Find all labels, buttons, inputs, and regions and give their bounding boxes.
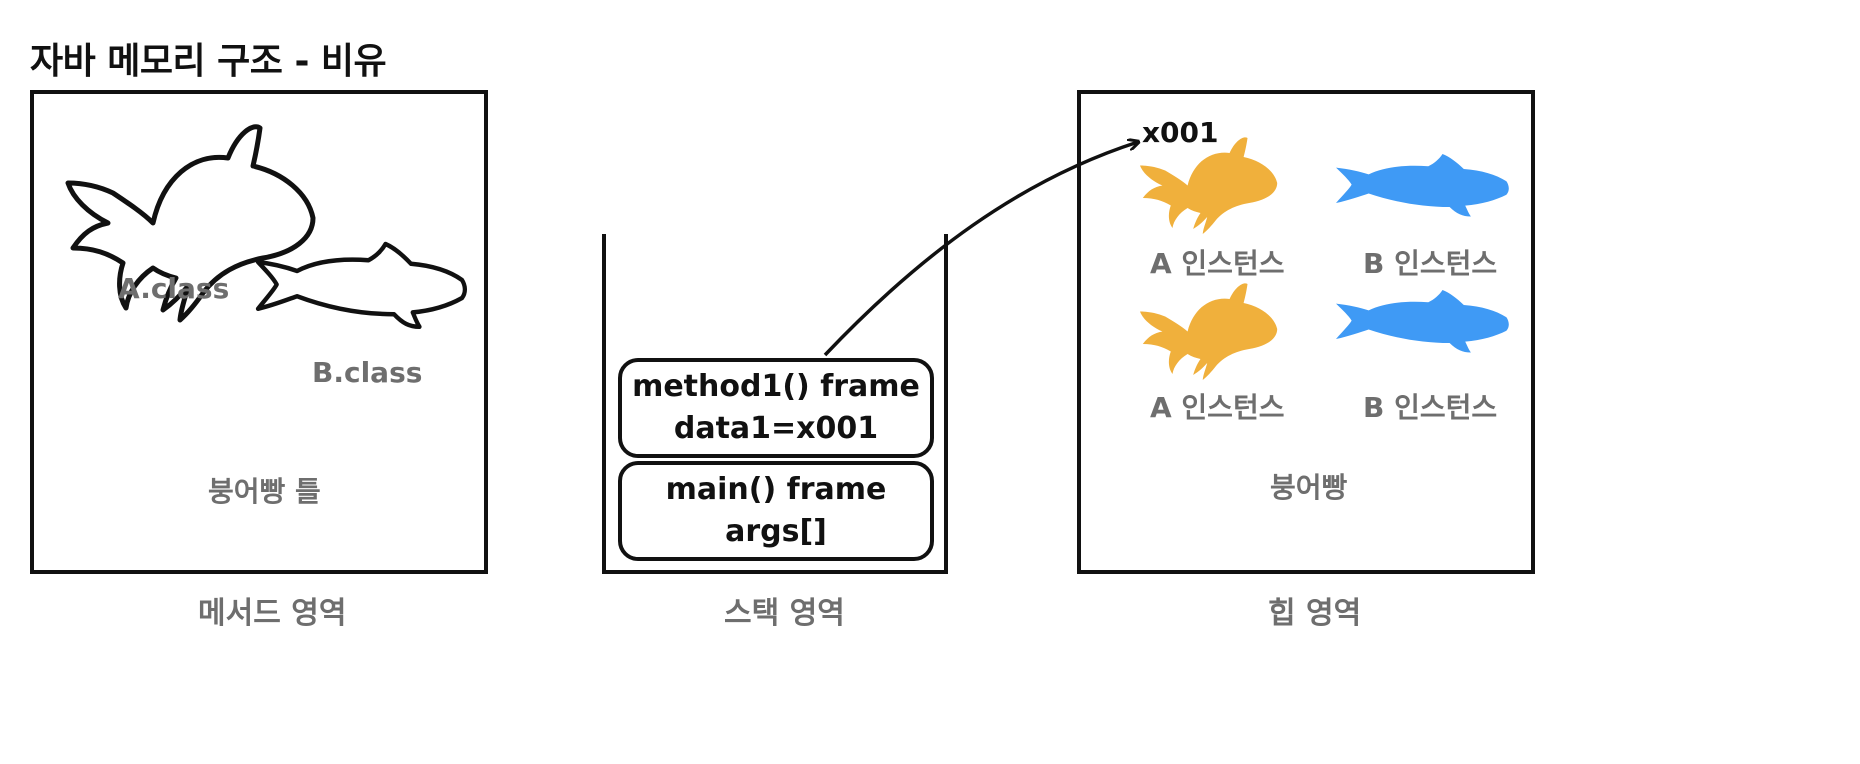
reference-arrow [0, 0, 1860, 764]
